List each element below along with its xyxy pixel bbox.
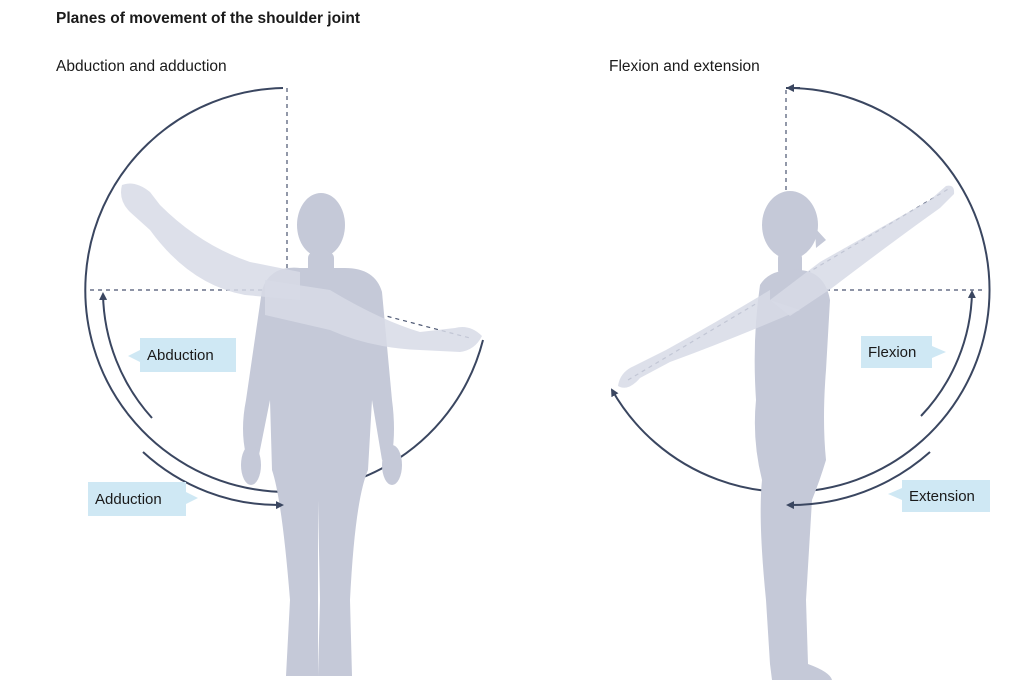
- abduction-label: Abduction: [147, 347, 214, 364]
- panel-title-flexion-extension: Flexion and extension: [609, 58, 760, 75]
- abduction-range-arc: [84, 87, 484, 493]
- figure-title: Planes of movement of the shoulder joint: [56, 10, 361, 27]
- extension-callout: Extension: [888, 480, 990, 512]
- right-panel: Flexion Extension: [611, 84, 991, 680]
- raised-arm-silhouette: [121, 183, 300, 300]
- extension-arrow: [786, 451, 931, 510]
- flexion-arrow: [920, 290, 976, 417]
- flexion-range-arc: [611, 86, 991, 493]
- extension-label: Extension: [909, 488, 975, 505]
- raised-arm-silhouette: [770, 185, 955, 316]
- adduction-arrow: [142, 451, 284, 510]
- body-side-silhouette: [754, 191, 832, 680]
- adduction-callout: Adduction: [88, 482, 198, 516]
- forward-arm-silhouette: [618, 290, 800, 388]
- horizontal-arm-silhouette: [265, 280, 482, 352]
- panel-title-abduction-adduction: Abduction and adduction: [56, 58, 227, 75]
- flexion-label: Flexion: [868, 344, 916, 361]
- abduction-callout: Abduction: [128, 338, 236, 372]
- left-panel: Abduction Adduction: [84, 87, 484, 676]
- abduction-arrow: [99, 292, 153, 419]
- adduction-label: Adduction: [95, 491, 162, 508]
- flexion-callout: Flexion: [861, 336, 946, 368]
- body-front-silhouette: [241, 193, 402, 676]
